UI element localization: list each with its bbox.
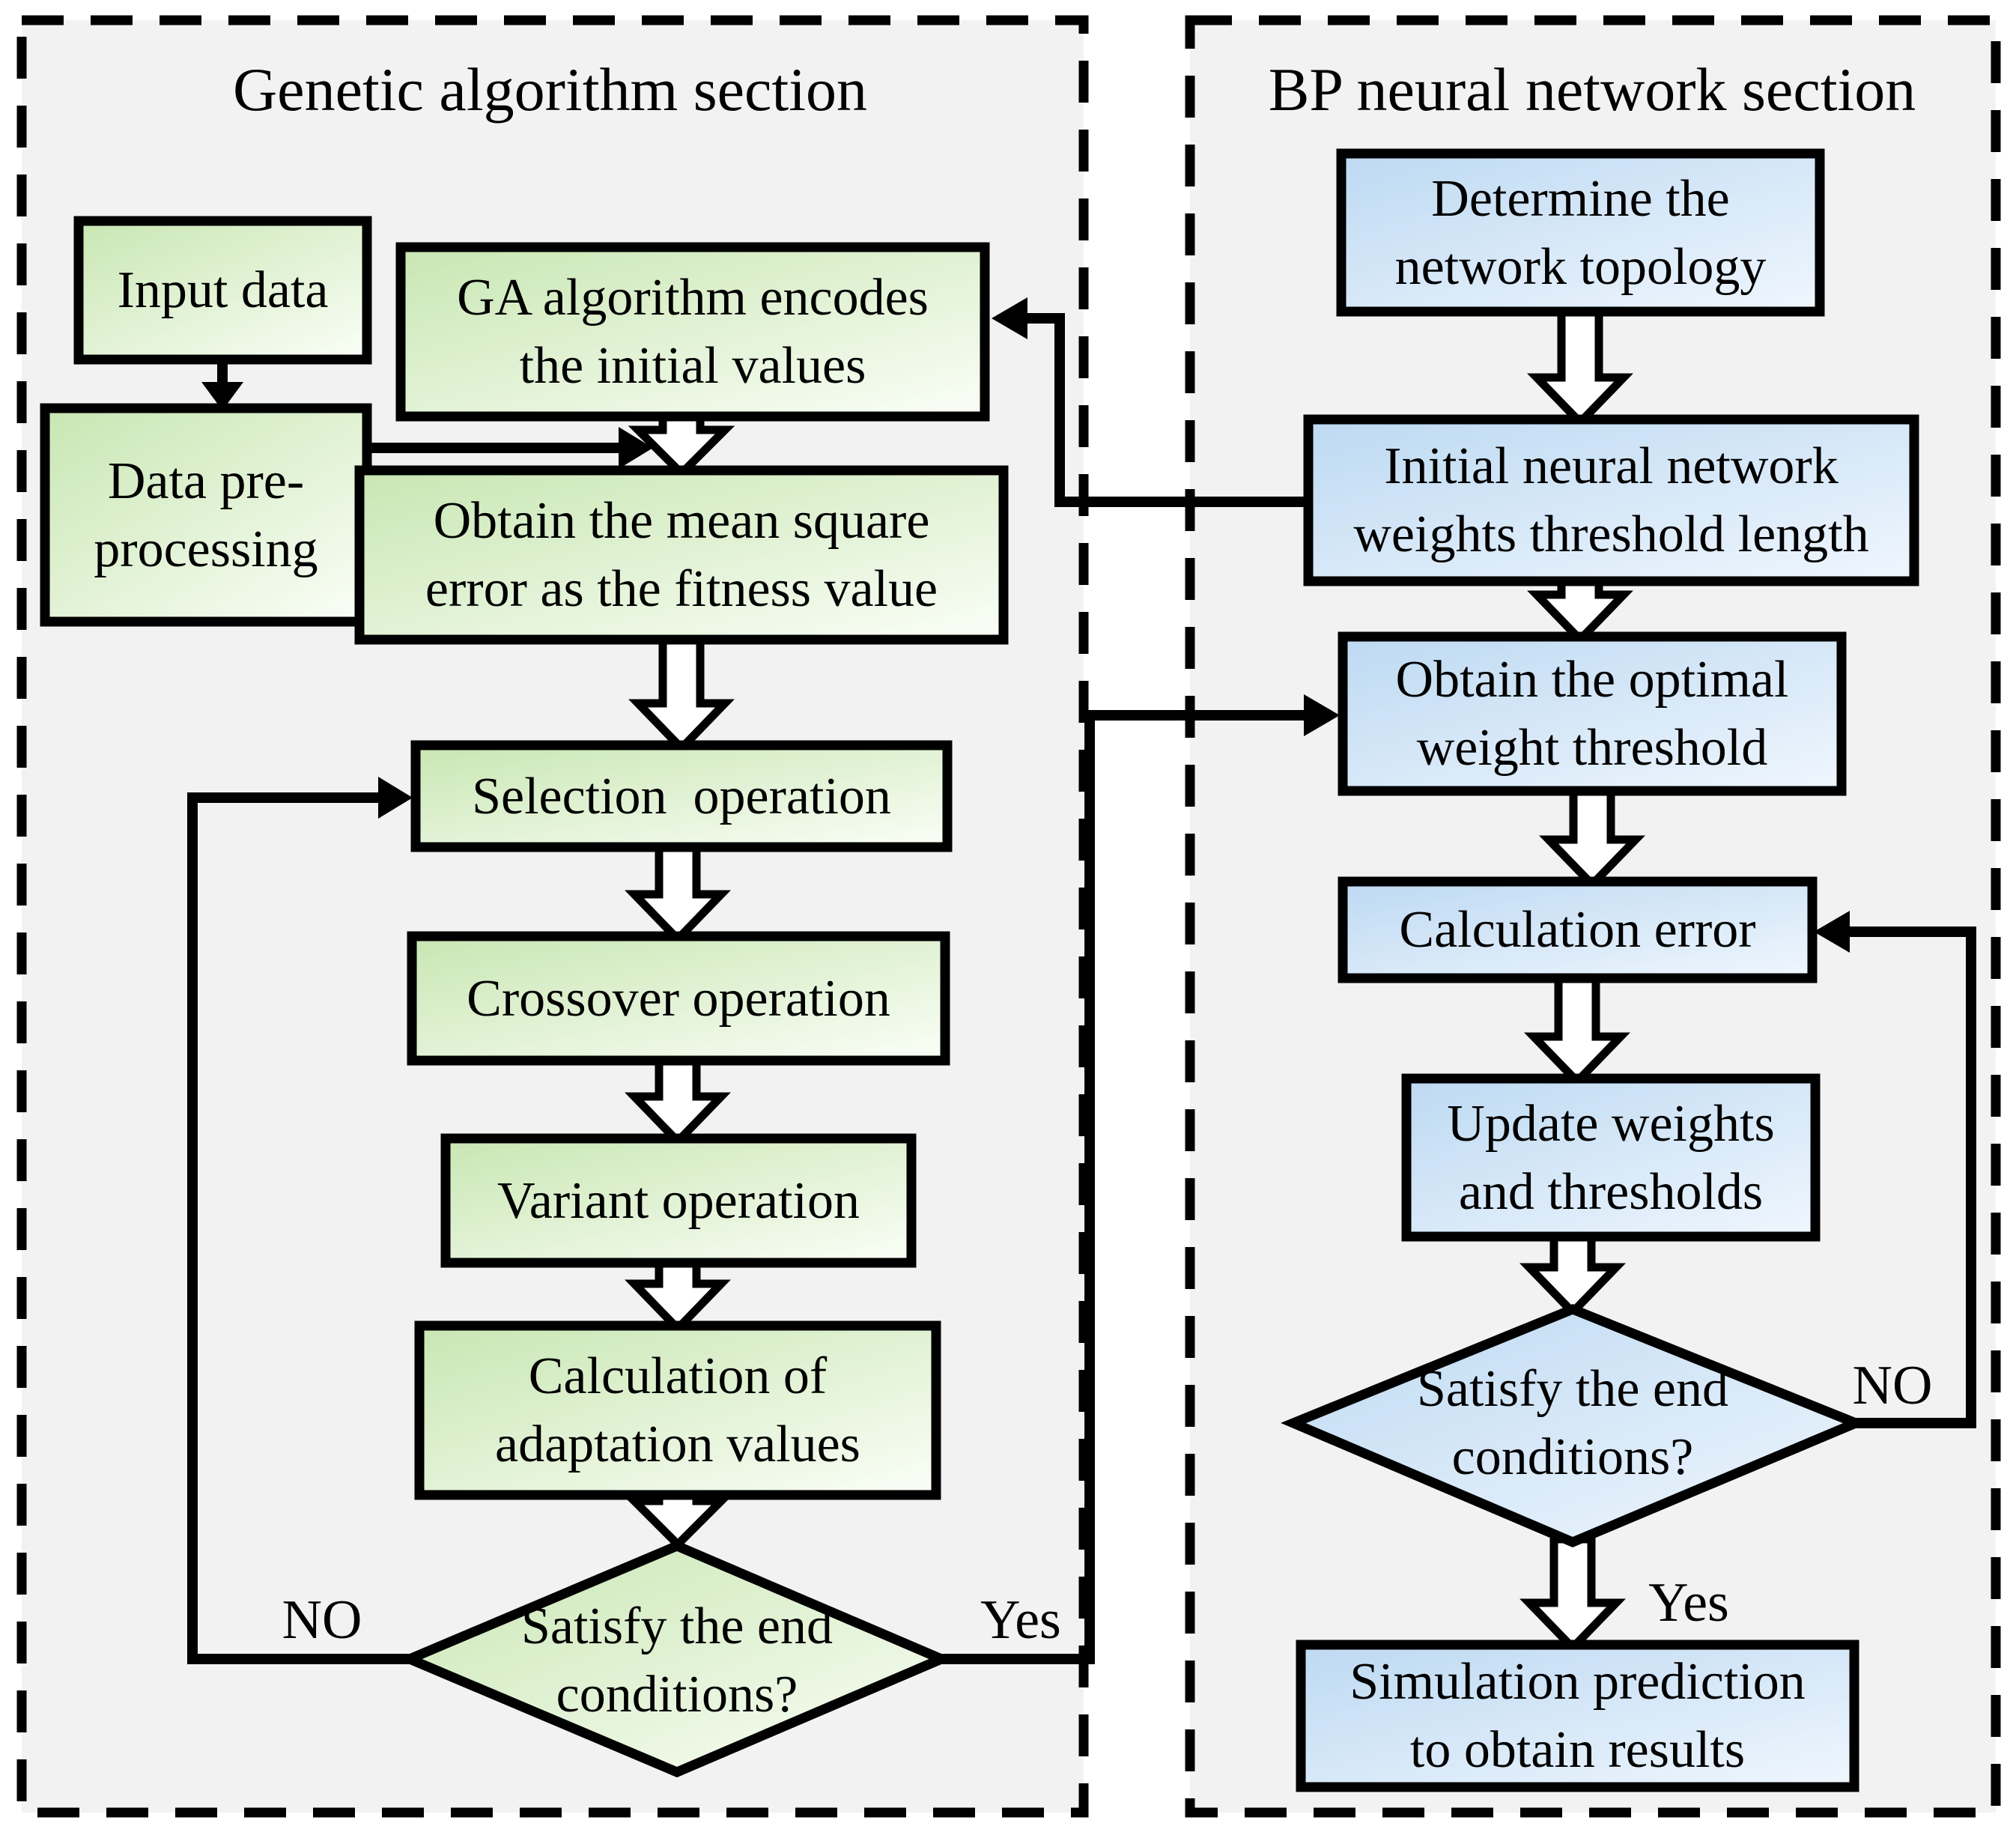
arrowhead-input-to-preprocess xyxy=(201,382,243,410)
node-initial-weights xyxy=(1303,414,1919,586)
node-ga-end-decision xyxy=(397,1540,954,1778)
arrow-bp-no-loop xyxy=(1847,926,1976,1428)
node-obtain-optimal xyxy=(1338,631,1847,796)
hollow-arrow-optimal-to-calcerror xyxy=(1539,786,1645,891)
arrowhead-bp-no-loop xyxy=(1814,911,1850,953)
hollow-arrow-crossover-to-variant xyxy=(625,1056,731,1147)
node-determine-topology xyxy=(1336,148,1825,317)
connector-arrowheads xyxy=(201,297,1850,953)
arrowhead-initial-to-encode xyxy=(992,297,1027,339)
node-simulation-prediction xyxy=(1296,1640,1859,1792)
node-bp-end-decision xyxy=(1281,1303,1869,1548)
node-update-weights xyxy=(1401,1073,1821,1242)
arrowhead-ga-yes-to-optimal xyxy=(1304,694,1340,736)
hollow-arrows xyxy=(624,307,1645,1654)
node-crossover-operation xyxy=(407,931,950,1066)
arrowhead-ga-no-loop xyxy=(378,777,413,819)
node-data-preprocessing xyxy=(40,403,372,627)
hollow-arrow-calcerror-to-update xyxy=(1524,974,1630,1088)
hollow-arrow-topology-to-initial xyxy=(1527,307,1633,428)
node-selection-operation xyxy=(410,740,953,852)
ga-boxes xyxy=(40,216,1009,1778)
hollow-arrow-selection-to-crossover xyxy=(625,843,731,945)
node-calculation-adaptation xyxy=(414,1320,941,1500)
connector-lines xyxy=(187,313,1976,1664)
arrow-ga-yes-to-optimal xyxy=(941,710,1305,1664)
node-input-data xyxy=(73,216,372,365)
node-obtain-mse xyxy=(354,465,1009,645)
hollow-arrow-bp-diamond-to-simulation xyxy=(1519,1535,1626,1654)
arrowhead-preprocess-to-encode xyxy=(619,427,653,469)
hollow-arrow-mse-to-selection xyxy=(628,635,735,754)
hollow-arrow-update-to-bp-diamond xyxy=(1519,1232,1626,1318)
bp-boxes xyxy=(1281,148,1919,1792)
node-calculation-error xyxy=(1338,876,1818,983)
node-ga-encodes xyxy=(395,242,990,422)
node-variant-operation xyxy=(440,1133,917,1268)
arrow-ga-no-loop xyxy=(187,792,410,1664)
arrow-initial-to-encode xyxy=(1026,313,1308,507)
